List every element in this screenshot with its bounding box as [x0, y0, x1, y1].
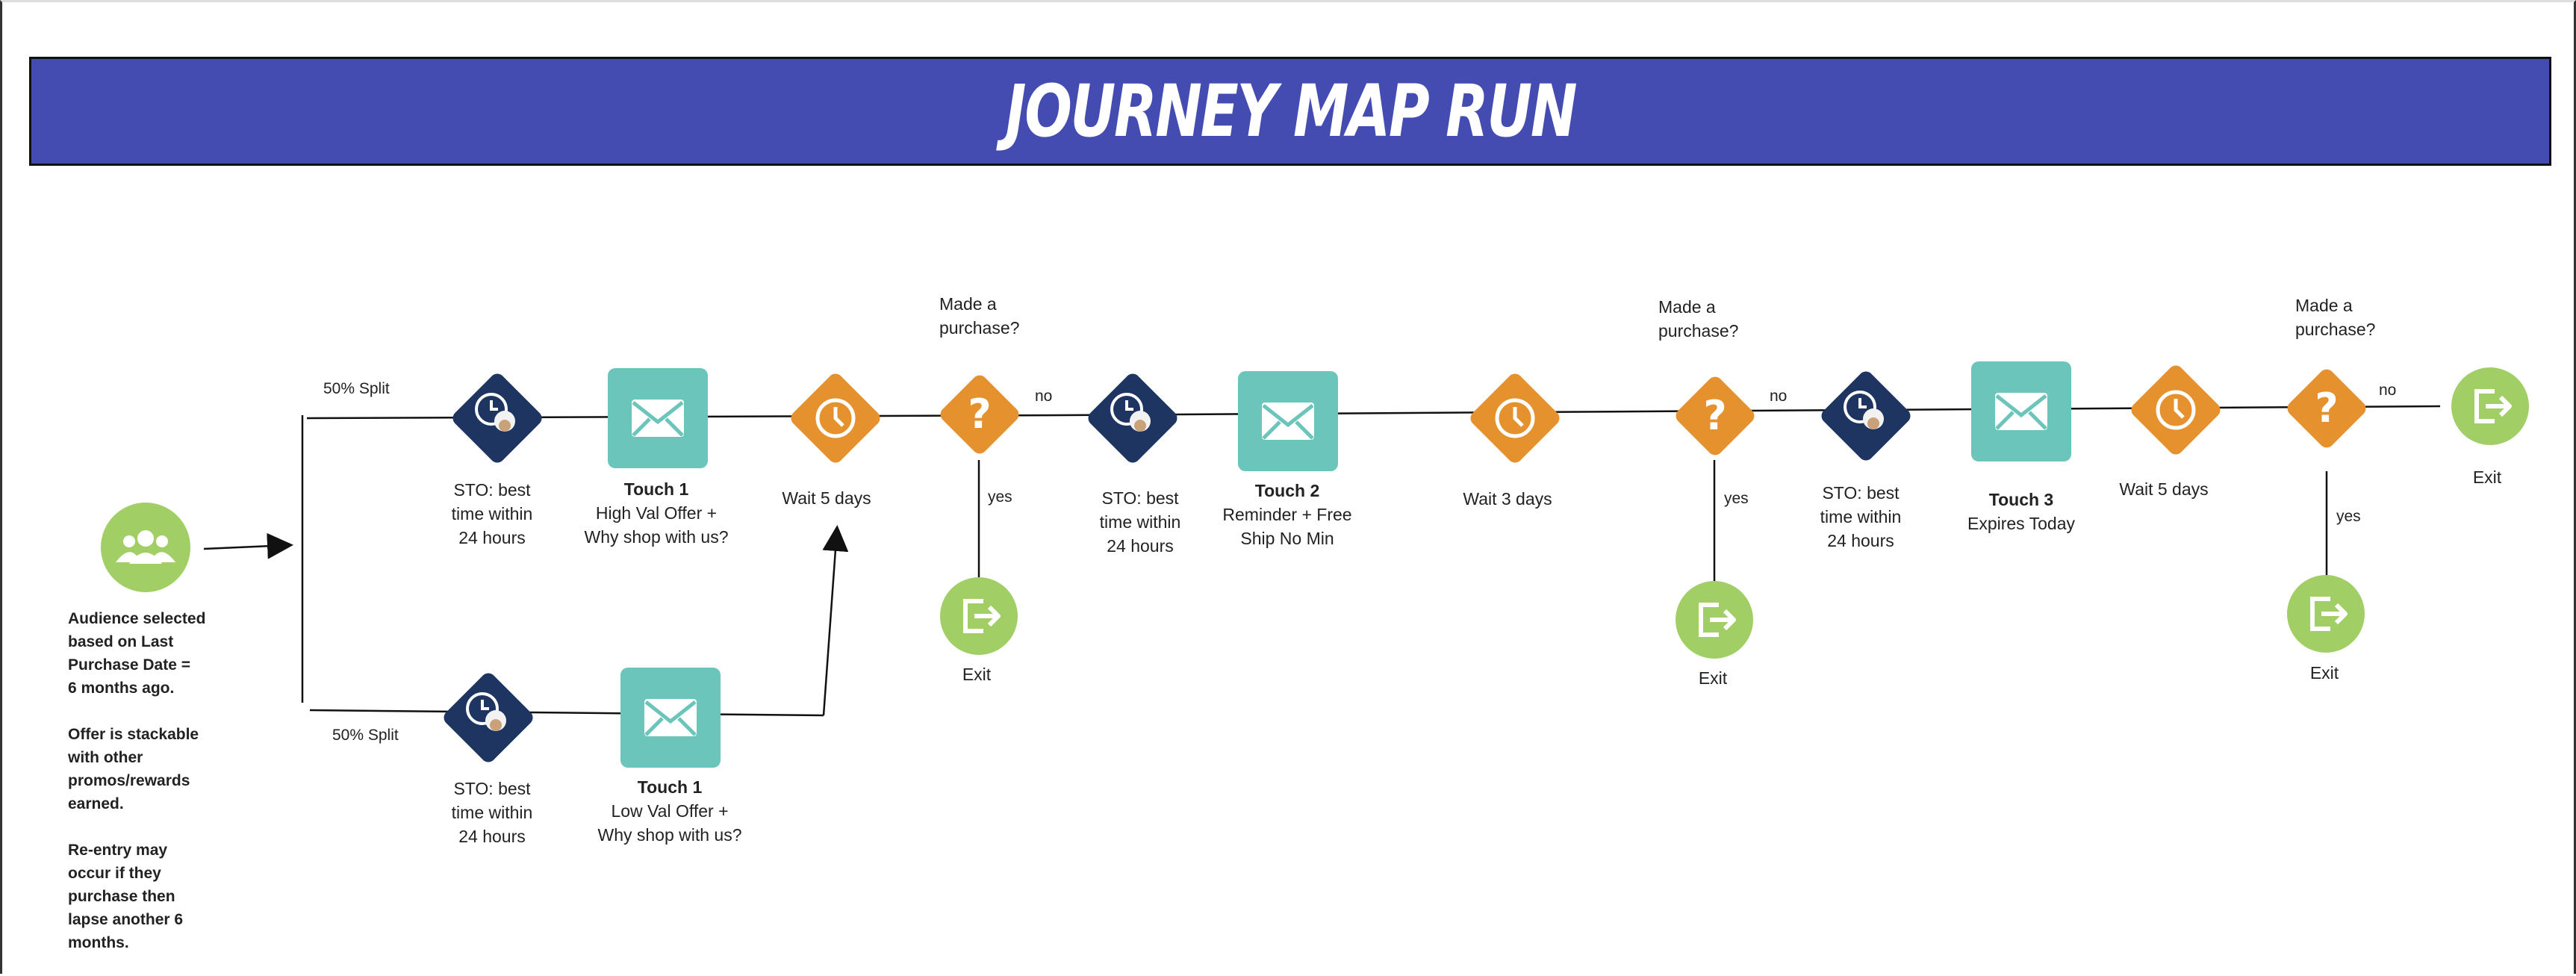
- decision-node[interactable]: ?: [929, 364, 1030, 465]
- exit-icon: [2474, 389, 2512, 423]
- exit-icon: [1699, 603, 1736, 637]
- split-label-bottom: 50% Split: [332, 727, 399, 744]
- clock-icon: [2156, 390, 2196, 430]
- exit-label-final: Exit: [2472, 467, 2502, 487]
- audience-node[interactable]: [101, 503, 190, 592]
- sto-node[interactable]: [1814, 364, 1918, 468]
- sto-node[interactable]: [436, 665, 541, 770]
- sto-node[interactable]: [445, 366, 550, 470]
- clock-einstein-icon: [1844, 391, 1884, 429]
- bottom-path-line: [309, 709, 824, 717]
- title-banner: JOURNEY MAP RUN: [29, 57, 2551, 166]
- group-icon: [116, 530, 175, 564]
- entry-arrow: [203, 532, 293, 559]
- clock-einstein-icon: [466, 692, 506, 731]
- clock-einstein-icon: [475, 393, 515, 432]
- wait-label-1: Wait 5 days: [782, 488, 871, 508]
- question-icon: ?: [2315, 385, 2338, 432]
- yes-label: yes: [988, 488, 1012, 506]
- envelope-icon: [1995, 393, 2047, 430]
- exit-node[interactable]: [940, 577, 1018, 655]
- touch1-low-label: Touch 1 Low Val Offer +Why shop with us?: [597, 777, 742, 845]
- wait-label-3: Wait 5 days: [2119, 479, 2209, 499]
- touch1-high-label: Touch 1 High Val Offer +Why shop with us…: [584, 479, 729, 547]
- clock-einstein-icon: [1110, 393, 1151, 432]
- envelope-icon: [644, 699, 697, 736]
- clock-icon: [1495, 398, 1535, 438]
- exit-node-final[interactable]: [2451, 367, 2529, 445]
- merge-arrow: [822, 525, 849, 716]
- question-icon: ?: [1703, 392, 1726, 439]
- exit-node[interactable]: [2287, 575, 2365, 653]
- email-node[interactable]: [1238, 371, 1338, 471]
- exit-label: Exit: [2309, 663, 2339, 683]
- wait-node[interactable]: [2120, 354, 2232, 466]
- exit-label: Exit: [1698, 668, 1728, 688]
- wait-node[interactable]: [780, 362, 892, 474]
- yes-label: yes: [2336, 508, 2361, 525]
- exit-icon: [963, 599, 1001, 633]
- envelope-icon: [632, 400, 684, 437]
- sto-node[interactable]: [1080, 366, 1185, 470]
- page-title: JOURNEY MAP RUN: [1005, 69, 1577, 153]
- clock-icon: [815, 398, 856, 438]
- wait-label-2: Wait 3 days: [1463, 489, 1552, 509]
- email-node[interactable]: [1971, 361, 2071, 461]
- envelope-icon: [1262, 402, 1314, 440]
- no-label: no: [1770, 388, 1788, 405]
- decision-node[interactable]: ?: [2276, 358, 2377, 459]
- question-icon: ?: [968, 391, 991, 438]
- touch3-label: Touch 3 Expires Today: [1967, 490, 2076, 533]
- email-node[interactable]: [608, 368, 708, 468]
- decision-node[interactable]: ?: [1664, 365, 1766, 467]
- email-node[interactable]: [620, 668, 721, 768]
- split-label-top: 50% Split: [323, 380, 390, 397]
- exit-label: Exit: [962, 665, 992, 684]
- wait-node[interactable]: [1459, 362, 1571, 474]
- yes-label: yes: [1724, 490, 1749, 507]
- exit-icon: [2310, 597, 2348, 631]
- no-label: no: [2379, 382, 2397, 399]
- no-label: no: [1035, 388, 1053, 405]
- exit-node[interactable]: [1676, 581, 1753, 659]
